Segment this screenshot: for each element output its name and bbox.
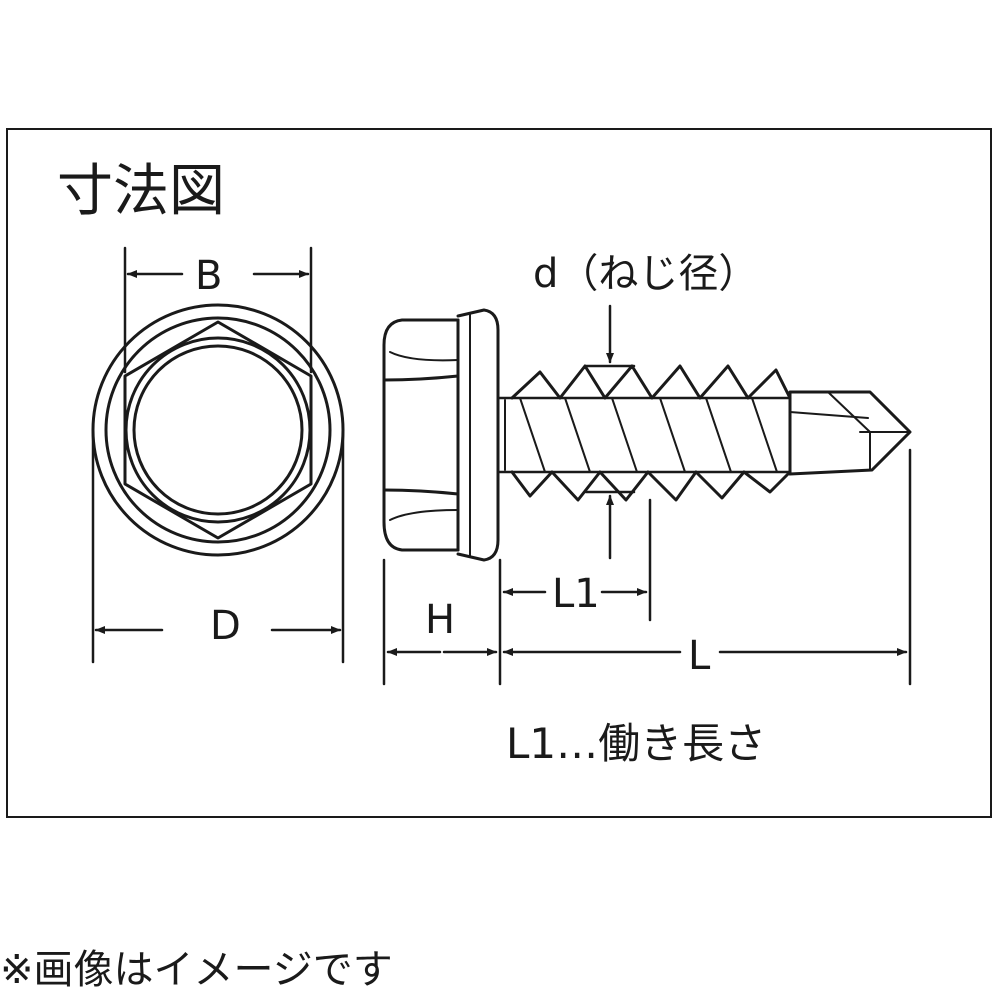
thread-core <box>496 396 792 474</box>
flange-outer-circle <box>91 303 345 557</box>
thread-crests <box>510 364 792 502</box>
drill-point <box>788 390 912 476</box>
dimension-d <box>91 430 345 664</box>
hex-head <box>382 318 460 552</box>
label-working-length-note: L1…働き長さ <box>506 719 767 768</box>
label-d: D <box>210 603 241 649</box>
head-top-view <box>91 303 345 557</box>
label-h: H <box>425 597 456 643</box>
label-l: L <box>688 633 711 679</box>
washer-face-outer <box>124 336 312 524</box>
diagram-frame <box>6 128 992 818</box>
flange <box>456 308 500 562</box>
label-l1: L1 <box>552 571 600 617</box>
dimension-b <box>123 246 313 374</box>
washer-face-inner <box>132 344 304 516</box>
flange-inner-circle <box>104 316 332 544</box>
image-disclaimer: ※画像はイメージです <box>0 947 393 993</box>
dimension-l1 <box>502 498 652 622</box>
label-thread-diameter: d（ねじ径） <box>533 251 759 297</box>
thread-flanks <box>519 397 778 473</box>
label-b: B <box>195 253 223 299</box>
dimension-thread-diameter <box>584 304 636 560</box>
dimension-h-l <box>382 448 912 686</box>
hex-outline <box>123 320 313 540</box>
screw-side-view <box>382 308 912 562</box>
diagram-title: 寸法図 <box>57 159 225 224</box>
